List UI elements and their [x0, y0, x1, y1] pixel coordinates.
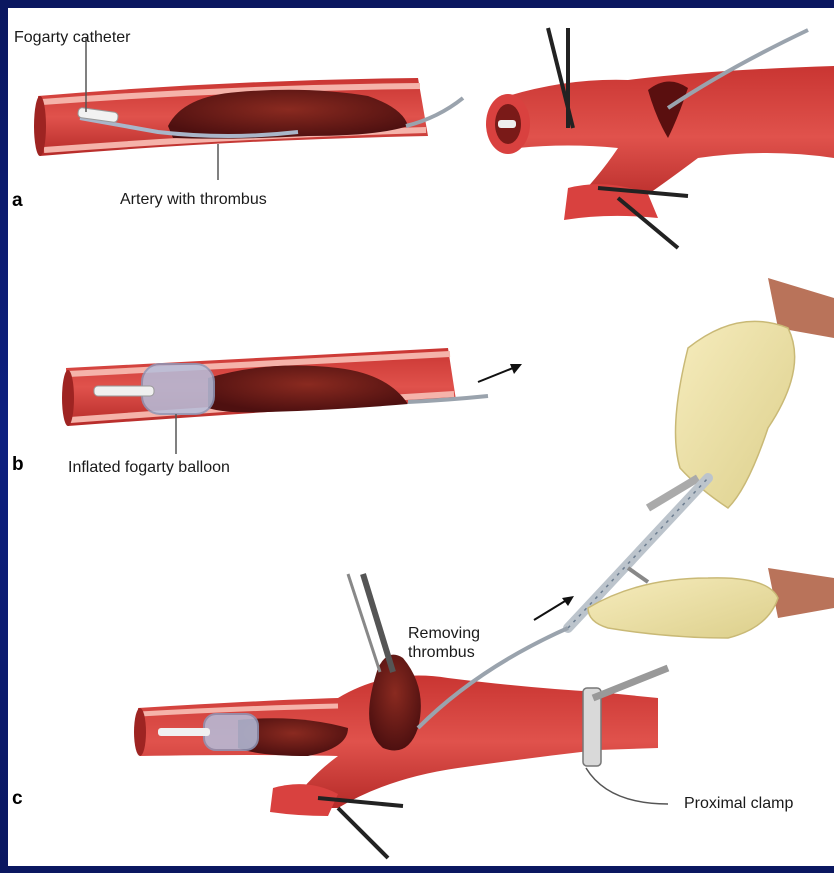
embolectomy-illustration	[8, 8, 834, 866]
panel-letter-c: c	[12, 788, 23, 810]
vessel-b	[62, 348, 522, 454]
vessel-c	[134, 574, 668, 858]
vessel-a-left	[34, 38, 463, 180]
panel-letter-b: b	[12, 454, 24, 476]
syringe-and-hands	[534, 278, 834, 638]
label-inflated-balloon: Inflated fogarty balloon	[68, 458, 230, 477]
label-artery-with-thrombus: Artery with thrombus	[120, 190, 267, 209]
figure-panel: Fogarty catheter Artery with thrombus In…	[8, 8, 834, 866]
label-removing-thrombus: Removing thrombus	[408, 624, 480, 662]
label-fogarty-catheter: Fogarty catheter	[14, 28, 131, 47]
vessel-a-right	[486, 28, 834, 248]
label-proximal-clamp: Proximal clamp	[684, 794, 793, 813]
panel-letter-a: a	[12, 190, 23, 212]
